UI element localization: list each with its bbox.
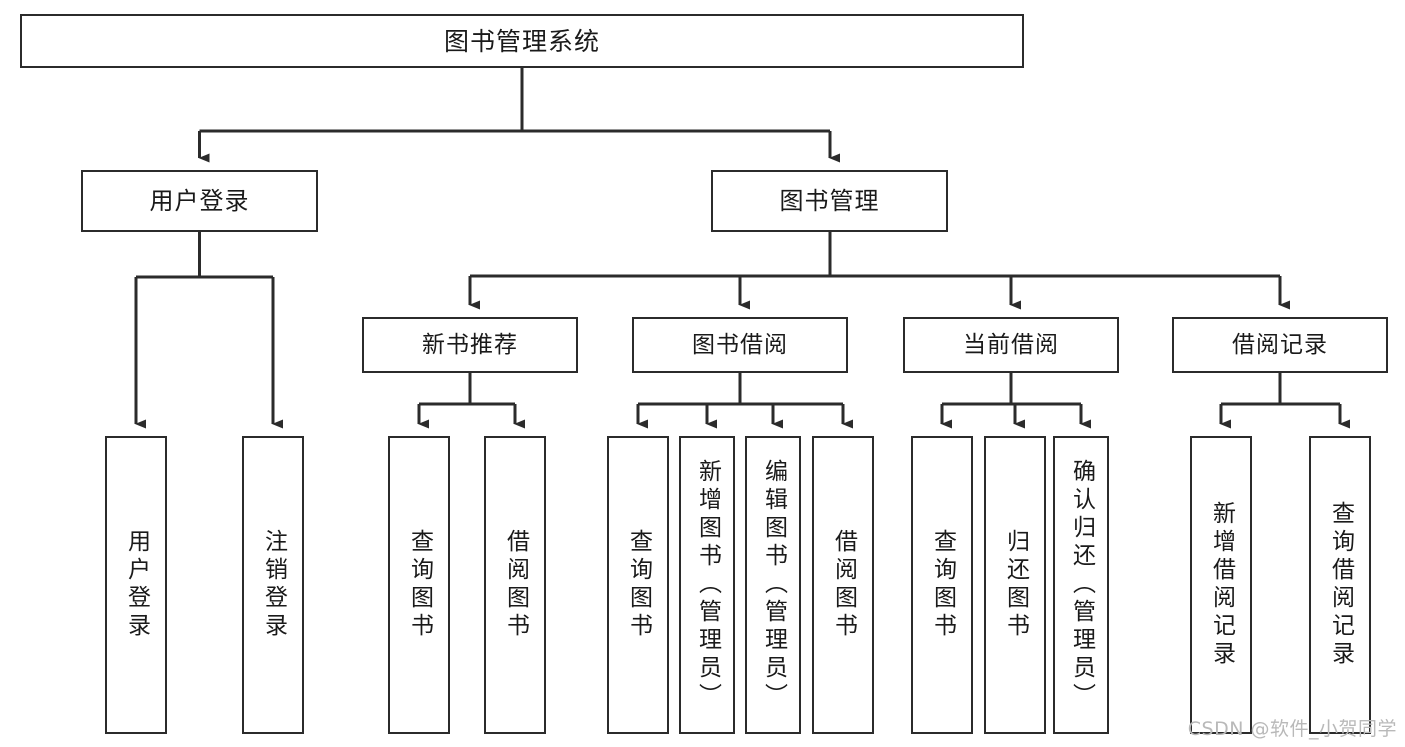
node-current-borrow[interactable]: 当前借阅 — [903, 317, 1119, 373]
node-leaf-return-book-label: 归还图书 — [1002, 529, 1029, 641]
node-book-borrow[interactable]: 图书借阅 — [632, 317, 848, 373]
node-leaf-add-borrow-record-label: 新增借阅记录 — [1208, 501, 1235, 669]
node-leaf-add-borrow-record[interactable]: 新增借阅记录 — [1190, 436, 1252, 734]
node-leaf-confirm-return-admin-label: 确认归还（管理员） — [1068, 459, 1095, 711]
node-leaf-query-book-borrow-label: 查询图书 — [625, 529, 652, 641]
node-new-book-recommend-label: 新书推荐 — [422, 331, 518, 358]
node-leaf-query-book-rec-label: 查询图书 — [406, 529, 433, 641]
node-leaf-confirm-return-admin[interactable]: 确认归还（管理员） — [1053, 436, 1109, 734]
node-leaf-add-book-admin[interactable]: 新增图书（管理员） — [679, 436, 735, 734]
node-leaf-logout-label: 注销登录 — [260, 529, 287, 641]
node-book-management-label: 图书管理 — [779, 187, 880, 215]
node-leaf-query-book-rec[interactable]: 查询图书 — [388, 436, 450, 734]
node-borrow-record-label: 借阅记录 — [1232, 331, 1328, 358]
node-leaf-add-book-admin-label: 新增图书（管理员） — [694, 459, 721, 711]
node-leaf-user-login-label: 用户登录 — [123, 529, 150, 641]
node-leaf-query-borrow-record-label: 查询借阅记录 — [1327, 501, 1354, 669]
node-current-borrow-label: 当前借阅 — [963, 331, 1059, 358]
node-user-login[interactable]: 用户登录 — [81, 170, 318, 232]
node-leaf-query-book-current[interactable]: 查询图书 — [911, 436, 973, 734]
node-leaf-logout[interactable]: 注销登录 — [242, 436, 304, 734]
node-leaf-lend-book-label: 借阅图书 — [830, 529, 857, 641]
node-leaf-user-login[interactable]: 用户登录 — [105, 436, 167, 734]
node-leaf-edit-book-admin-label: 编辑图书（管理员） — [760, 459, 787, 711]
node-root-label: 图书管理系统 — [443, 26, 600, 56]
node-book-management[interactable]: 图书管理 — [711, 170, 948, 232]
node-borrow-record[interactable]: 借阅记录 — [1172, 317, 1388, 373]
node-leaf-query-book-borrow[interactable]: 查询图书 — [607, 436, 669, 734]
node-book-borrow-label: 图书借阅 — [692, 331, 788, 358]
node-root-system[interactable]: 图书管理系统 — [20, 14, 1024, 68]
node-leaf-edit-book-admin[interactable]: 编辑图书（管理员） — [745, 436, 801, 734]
node-leaf-borrow-book-rec-label: 借阅图书 — [502, 529, 529, 641]
node-user-login-label: 用户登录 — [149, 187, 250, 215]
node-leaf-lend-book[interactable]: 借阅图书 — [812, 436, 874, 734]
node-leaf-query-book-current-label: 查询图书 — [929, 529, 956, 641]
node-leaf-query-borrow-record[interactable]: 查询借阅记录 — [1309, 436, 1371, 734]
node-new-book-recommend[interactable]: 新书推荐 — [362, 317, 578, 373]
node-leaf-return-book[interactable]: 归还图书 — [984, 436, 1046, 734]
node-leaf-borrow-book-rec[interactable]: 借阅图书 — [484, 436, 546, 734]
